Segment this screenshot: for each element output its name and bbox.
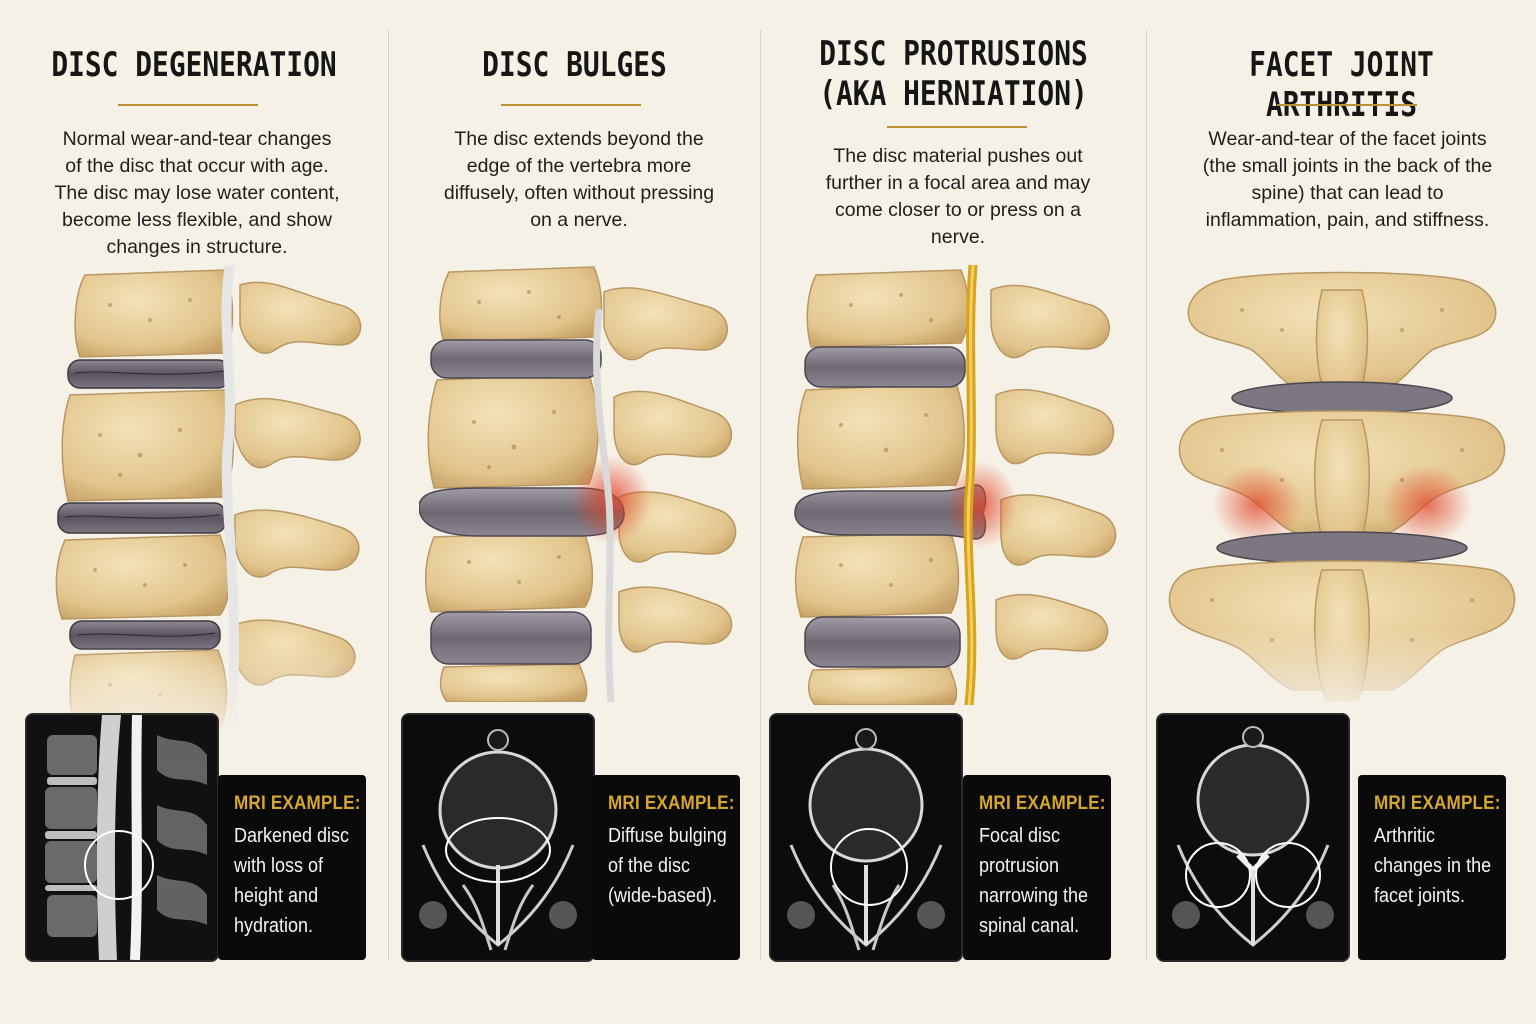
- bulging-disc-spine-illustration: [419, 266, 737, 702]
- panel-title: DISC BULGES: [482, 45, 667, 85]
- mri-label-caption: Arthritic changes in the facet joints.: [1374, 825, 1492, 907]
- facet-arthritis-spine-illustration: [1162, 271, 1522, 710]
- panel-description: The disc extends beyond the edge of the …: [443, 128, 715, 231]
- panel-description: Wear-and-tear of the facet joints (the s…: [1202, 128, 1493, 231]
- title-underline: [1277, 104, 1417, 106]
- mri-label-box: MRI EXAMPLE: Focal disc protrusion narro…: [963, 775, 1111, 960]
- panel-title: DISC DEGENERATION: [51, 45, 337, 85]
- posterior-processes: [990, 284, 1117, 660]
- panel-disc-bulges: DISC BULGES The disc extends beyond the …: [389, 0, 760, 1024]
- mri-label-caption: Focal disc protrusion narrowing the spin…: [979, 825, 1089, 937]
- panel-divider: [1146, 30, 1147, 960]
- inflammation-glow-left: [1212, 465, 1302, 545]
- panel-facet-joint-arthritis: FACET JOINT ARTHRITIS Wear-and-tear of t…: [1147, 0, 1536, 1024]
- mri-label-box: MRI EXAMPLE: Diffuse bulging of the disc…: [592, 775, 740, 960]
- inflammation-glow: [945, 461, 1017, 549]
- mri-image-sagittal: [25, 713, 219, 962]
- nerve-root: [221, 265, 240, 735]
- bone-texture: [467, 290, 561, 584]
- discs: [794, 346, 987, 668]
- title-underline: [887, 126, 1027, 128]
- highlight-ellipse: [445, 817, 551, 883]
- panel-divider: [760, 30, 761, 960]
- mri-image-axial: [769, 713, 963, 962]
- vertebral-bodies: [794, 269, 970, 705]
- mri-label-heading: MRI EXAMPLE:: [234, 793, 361, 814]
- upper-vertebra: [1187, 271, 1497, 401]
- mri-label-caption: Darkened disc with loss of height and hy…: [234, 825, 350, 937]
- degenerated-spine-illustration: [40, 265, 380, 735]
- highlight-circle: [830, 828, 908, 906]
- mri-label-heading: MRI EXAMPLE:: [608, 793, 735, 814]
- panel-title: DISC PROTRUSIONS (AKA HERNIATION): [819, 34, 1088, 114]
- disc: [1231, 381, 1453, 415]
- mri-label-caption: Diffuse bulging of the disc (wide-based)…: [608, 825, 727, 907]
- panel-divider: [388, 30, 389, 960]
- mri-label-box: MRI EXAMPLE: Arthritic changes in the fa…: [1358, 775, 1506, 960]
- panel-title: FACET JOINT ARTHRITIS: [1249, 45, 1434, 125]
- mri-label-heading: MRI EXAMPLE:: [1374, 793, 1501, 814]
- vertebral-bodies: [424, 266, 603, 702]
- mri-label-box: MRI EXAMPLE: Darkened disc with loss of …: [218, 775, 366, 960]
- highlight-circle: [84, 830, 154, 900]
- nerve-root: [593, 308, 615, 702]
- bone-texture: [839, 293, 933, 587]
- panel-description: Normal wear-and-tear changes of the disc…: [54, 128, 340, 258]
- title-underline: [501, 104, 641, 106]
- posterior-processes: [234, 281, 362, 686]
- panel-disc-degeneration: DISC DEGENERATION Normal wear-and-tear c…: [0, 0, 388, 1024]
- mri-image-axial: [1156, 713, 1350, 962]
- highlight-circle-left: [1185, 842, 1251, 908]
- mri-label-heading: MRI EXAMPLE:: [979, 793, 1106, 814]
- title-underline: [118, 104, 258, 106]
- inflammation-glow-right: [1382, 465, 1472, 545]
- disc: [1216, 531, 1468, 565]
- herniated-disc-spine-illustration: [794, 265, 1117, 705]
- mri-image-axial: [401, 713, 595, 962]
- panel-disc-protrusions: DISC PROTRUSIONS (AKA HERNIATION) The di…: [761, 0, 1146, 1024]
- highlight-circle-right: [1255, 842, 1321, 908]
- panel-description: The disc material pushes out further in …: [825, 145, 1091, 248]
- disc-cracks: [64, 370, 226, 637]
